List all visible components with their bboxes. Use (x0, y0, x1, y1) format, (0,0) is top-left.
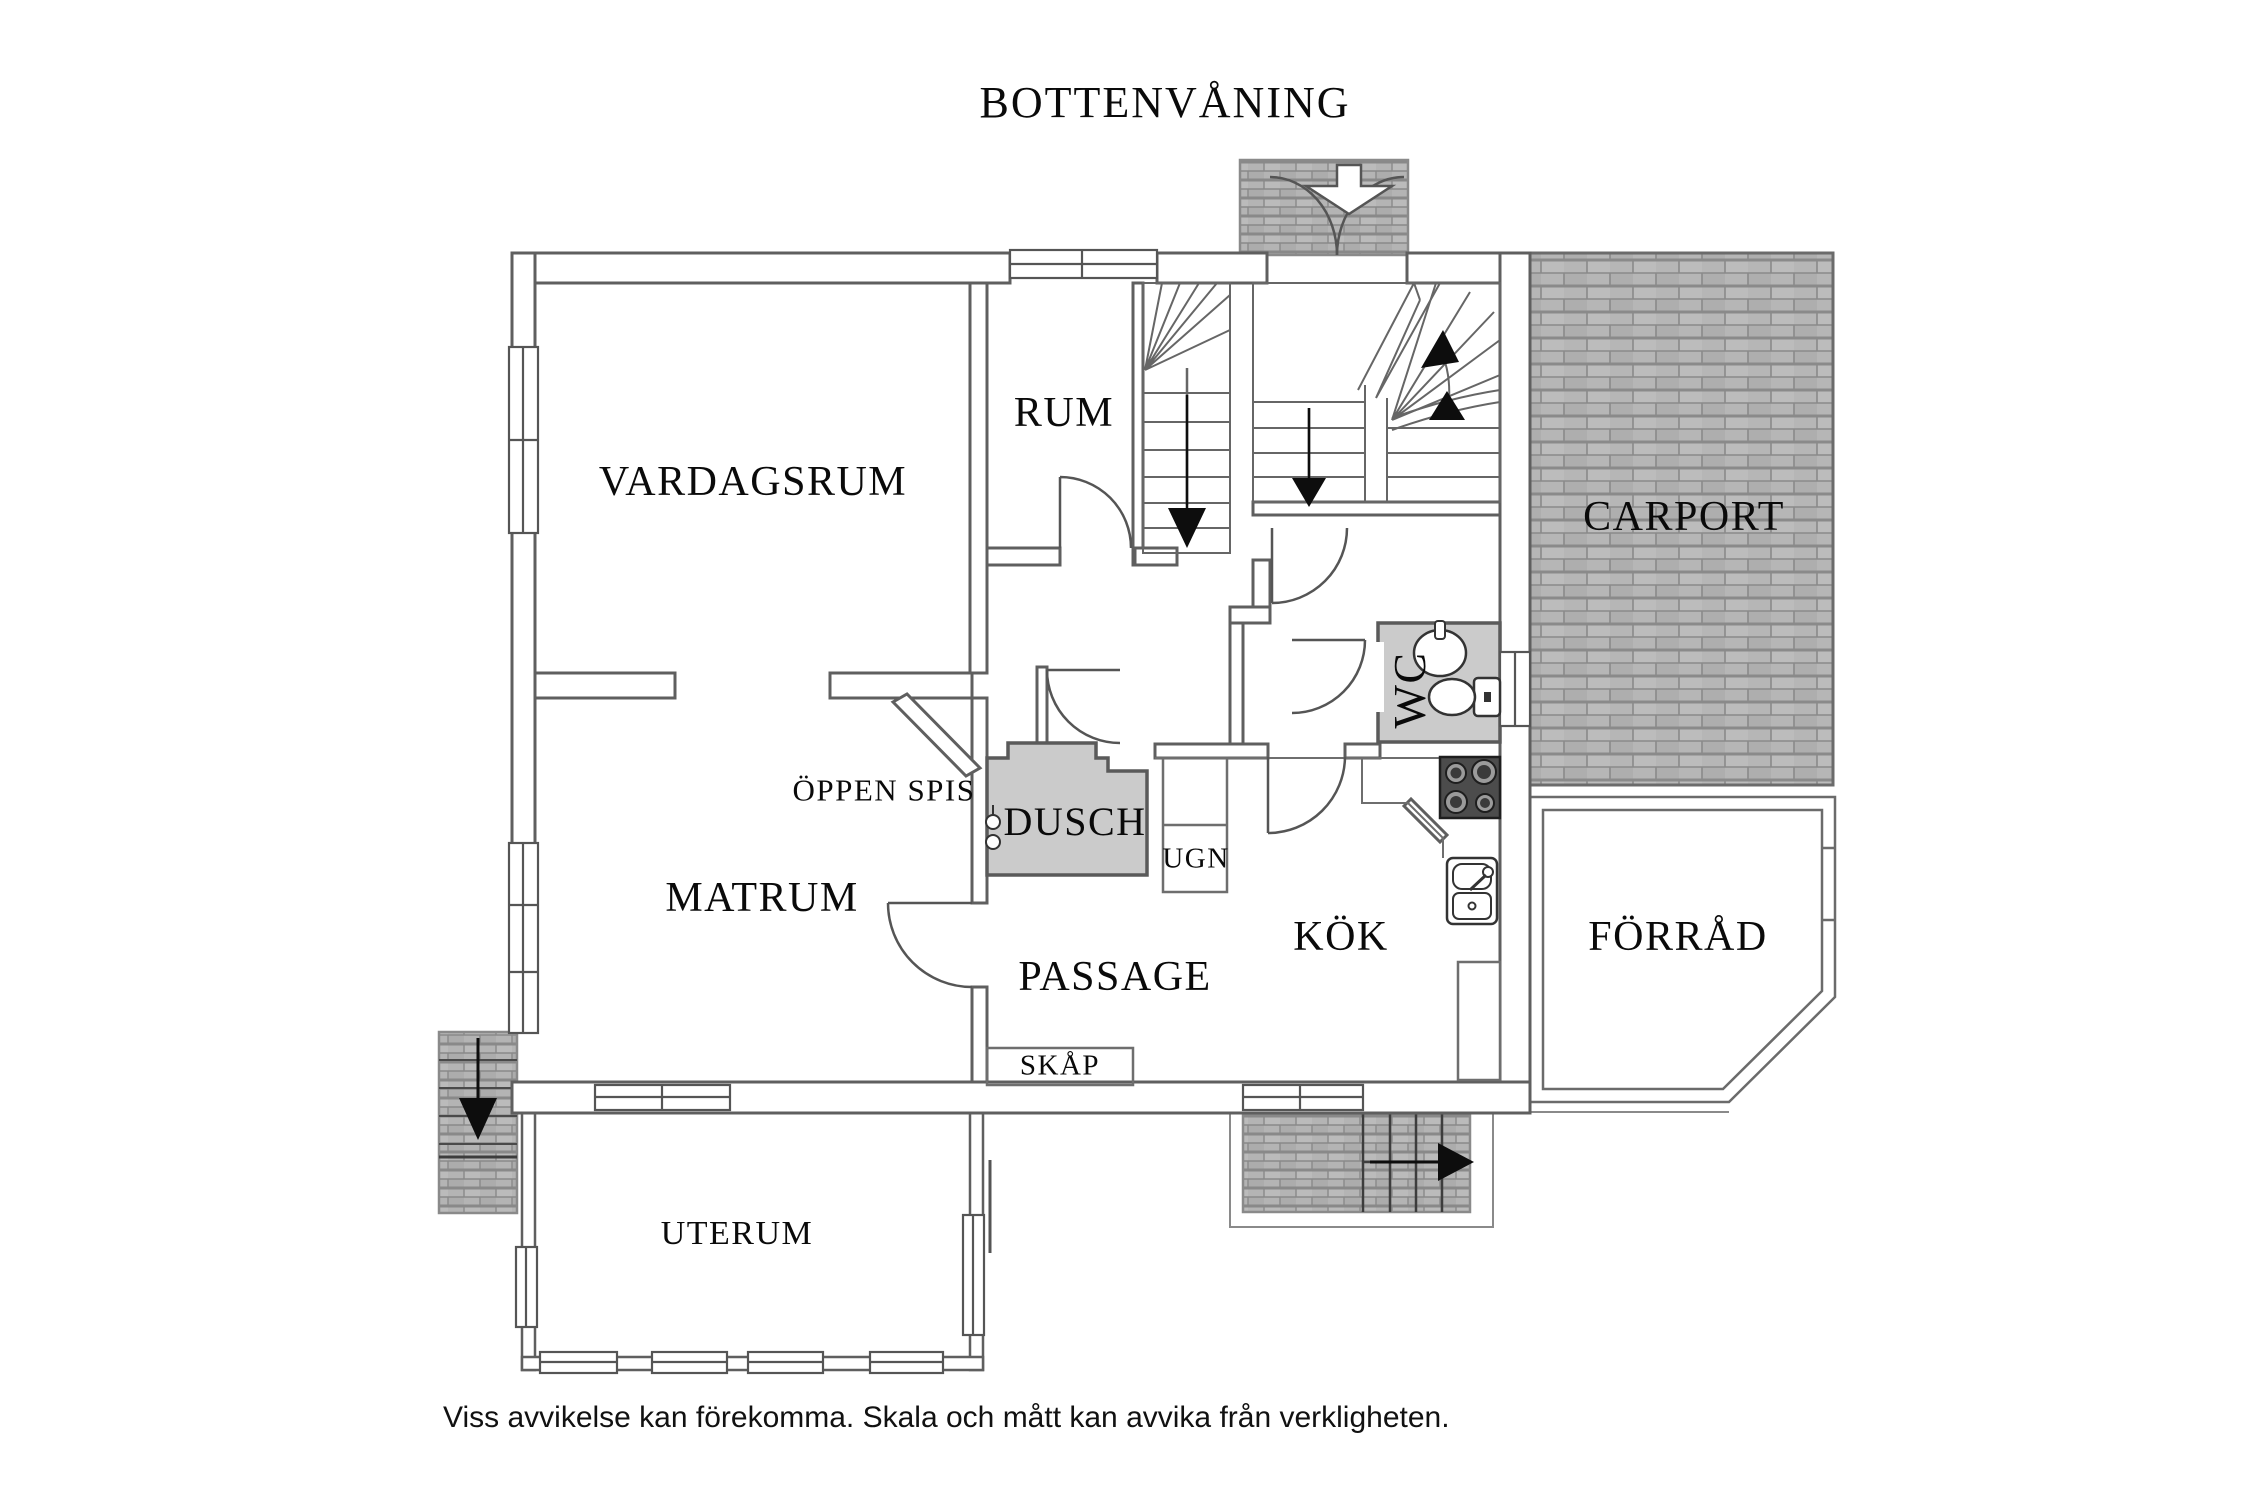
dusch-room (985, 741, 1149, 877)
kitchen-sink (1445, 856, 1499, 926)
window-left-vardagsrum (507, 345, 540, 535)
upper-stair (1252, 282, 1501, 503)
label-oppen-spis: ÖPPEN SPIS (792, 772, 976, 808)
window-top (1008, 248, 1159, 280)
kitchen-cabinet (1456, 960, 1502, 1082)
fireplace (890, 692, 983, 778)
upper-stair-arrow-1 (1421, 330, 1459, 368)
disclaimer-text: Viss avvikelse kan förekomma. Skala och … (443, 1401, 1450, 1434)
carport-area (1528, 251, 1835, 787)
room-label-vardagsrum: VARDAGSRUM (598, 459, 908, 505)
wc-sink (1412, 620, 1468, 678)
window-bottom-kok (1241, 1083, 1365, 1112)
mid-stair-arrow (1292, 478, 1326, 507)
room-label-carport: CARPORT (1583, 494, 1785, 540)
wet-rooms (985, 621, 1502, 877)
page-title: BOTTENVÅNING (979, 78, 1351, 127)
kitchen-door (1266, 756, 1347, 835)
fixtures (985, 620, 1502, 1082)
window-bottom-matrum (593, 1083, 732, 1112)
skap-closet (985, 1046, 1135, 1087)
entrance-arrow-down (1301, 163, 1397, 216)
platform-arrow (1438, 1143, 1474, 1181)
counter-edge (1361, 758, 1444, 858)
room-label-uterum: UTERUM (660, 1215, 814, 1252)
room-label-wc: WC (1384, 651, 1435, 729)
stove (1438, 755, 1502, 820)
basement-stair-arrow (1168, 508, 1206, 548)
entrance-door-left (1269, 175, 1339, 256)
toilet (1427, 676, 1502, 718)
room-label-matrum: MATRUM (665, 875, 859, 921)
windows (507, 248, 1532, 1375)
shower-mixer (985, 805, 1001, 850)
room-label-dusch: DUSCH (1003, 799, 1147, 844)
uterum-windows (514, 1213, 986, 1375)
matrum-door (886, 901, 973, 989)
dusch-door (1045, 668, 1121, 745)
rum-door (1058, 475, 1133, 549)
room-label-passage: PASSAGE (1018, 954, 1212, 1000)
upper-stair-arrow-2 (1429, 391, 1465, 420)
room-label-forrad: FÖRRÅD (1588, 914, 1768, 960)
doors (886, 175, 1405, 989)
closets (985, 756, 1229, 1087)
wc-door (1291, 638, 1367, 715)
forrad-outline (1528, 795, 1837, 1113)
room-label-rum: RUM (1013, 390, 1115, 436)
label-skap: SKÅP (1019, 1049, 1101, 1082)
hall-door (1270, 527, 1349, 605)
window-right-wc (1498, 650, 1532, 728)
room-label-kok: KÖK (1293, 914, 1389, 960)
label-ugn: UGN (1162, 842, 1230, 875)
window-left-matrum (507, 841, 540, 1035)
direction-arrows (459, 163, 1474, 1181)
side-steps-arrow (459, 1098, 497, 1140)
